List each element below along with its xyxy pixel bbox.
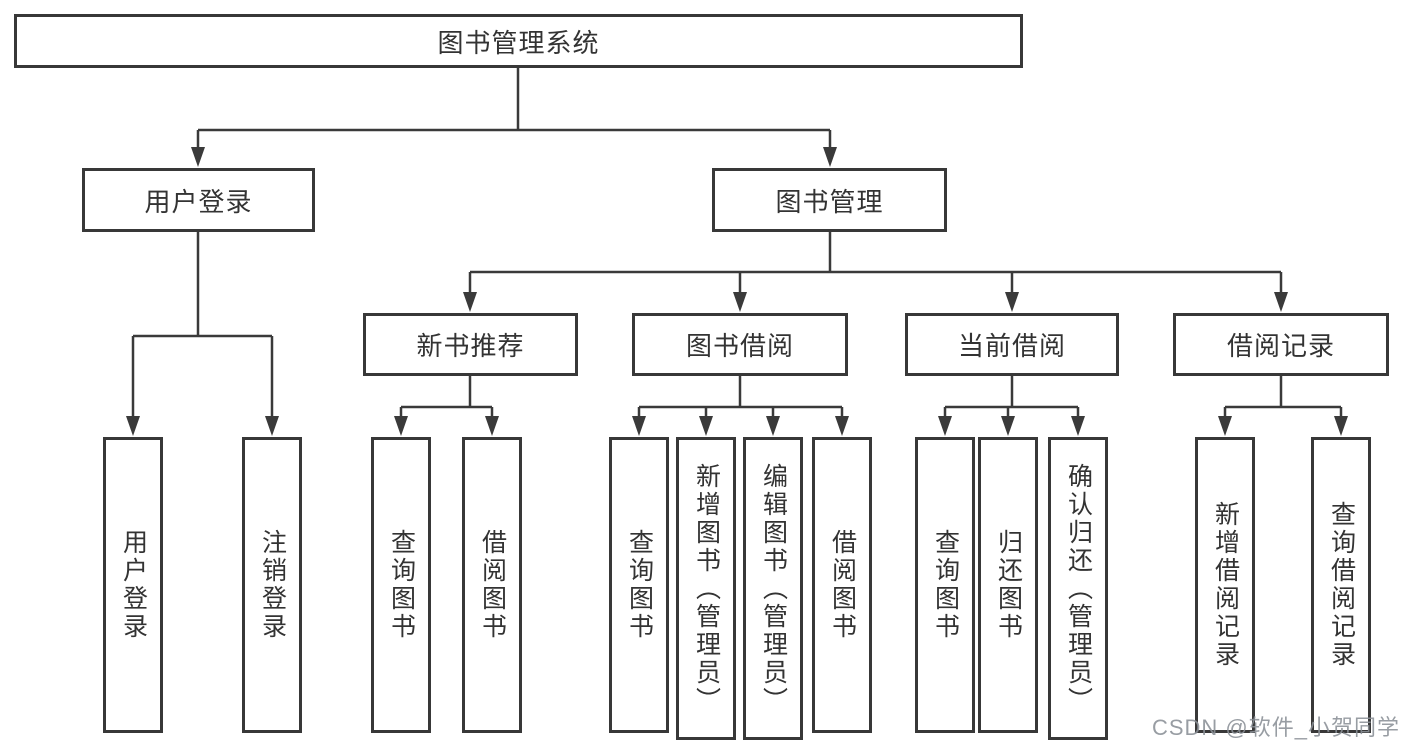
node-edit-book-admin: 编辑图书（管理员） (743, 437, 803, 740)
connector-root-to-level2 (191, 68, 837, 167)
node-user-login: 用户登录 (82, 168, 315, 232)
node-query-books-borrowing: 查询图书 (609, 437, 669, 733)
connector-new-book-recommendation-children (394, 376, 499, 436)
node-label: 图书借阅 (685, 331, 794, 361)
node-label: 新书推荐 (416, 331, 525, 361)
node-label: 用户登录 (144, 186, 253, 217)
connector-book-borrowing-children (632, 376, 849, 436)
node-add-book-admin: 新增图书（管理员） (676, 437, 736, 740)
node-user-login-action: 用户登录 (103, 437, 163, 733)
node-label: 查询图书 (625, 529, 654, 641)
node-new-book-recommendation: 新书推荐 (363, 313, 578, 376)
node-label: 新增借阅记录 (1211, 501, 1240, 669)
node-query-books-recommend: 查询图书 (371, 437, 431, 733)
node-return-book: 归还图书 (978, 437, 1038, 733)
node-query-books-current: 查询图书 (915, 437, 975, 733)
connector-borrowing-records-children (1218, 376, 1348, 436)
node-label: 图书管理系统 (437, 27, 600, 58)
node-label: 借阅图书 (828, 529, 857, 641)
node-label: 编辑图书（管理员） (759, 462, 788, 715)
node-current-borrowing: 当前借阅 (905, 313, 1119, 376)
node-label: 新增图书（管理员） (692, 462, 721, 715)
connector-user-login-children (126, 232, 279, 436)
node-library-management-system: 图书管理系统 (14, 14, 1023, 68)
node-label: 当前借阅 (957, 331, 1066, 361)
node-label: 借阅记录 (1226, 331, 1335, 361)
node-query-borrow-record: 查询借阅记录 (1311, 437, 1371, 733)
node-label: 借阅图书 (478, 529, 507, 641)
node-borrowing-records: 借阅记录 (1173, 313, 1389, 376)
node-logout-action: 注销登录 (242, 437, 302, 733)
node-add-borrow-record: 新增借阅记录 (1195, 437, 1255, 733)
node-borrow-books-borrowing: 借阅图书 (812, 437, 872, 733)
connector-book-management-children (463, 232, 1288, 312)
node-label: 查询图书 (387, 529, 416, 641)
node-label: 归还图书 (994, 529, 1023, 641)
node-label: 查询借阅记录 (1327, 501, 1356, 669)
node-label: 用户登录 (119, 529, 148, 641)
node-book-borrowing: 图书借阅 (632, 313, 848, 376)
node-label: 注销登录 (258, 529, 287, 641)
node-label: 确认归还（管理员） (1064, 462, 1093, 715)
csdn-watermark: CSDN @软件_小贺同学 (1151, 715, 1400, 740)
node-label: 图书管理 (775, 186, 884, 217)
node-confirm-return-admin: 确认归还（管理员） (1048, 437, 1108, 740)
connector-current-borrowing-children (938, 376, 1085, 436)
node-book-management: 图书管理 (712, 168, 947, 232)
node-borrow-books-recommend: 借阅图书 (462, 437, 522, 733)
node-label: 查询图书 (931, 529, 960, 641)
